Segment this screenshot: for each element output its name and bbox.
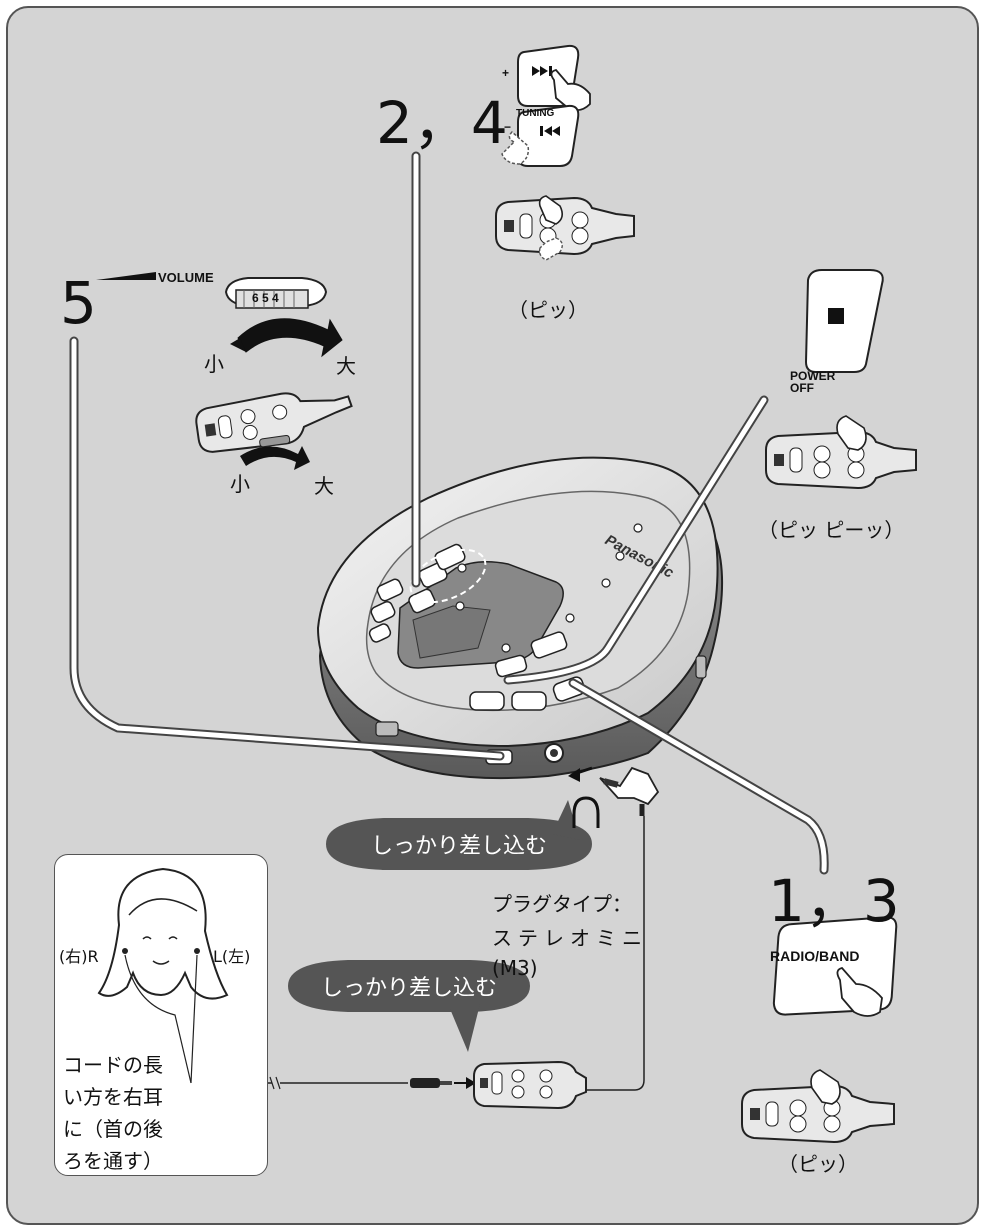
- volume-wedge-icon: [96, 272, 156, 280]
- person-illustration: [97, 867, 229, 1084]
- note-line-4: ろを通す）: [63, 1149, 163, 1173]
- headphone-plug-icon: [568, 766, 660, 816]
- insert-firmly-bottom-text: しっかり差し込む: [320, 976, 497, 1001]
- tuning-back-button: [501, 104, 580, 167]
- volume-rotate-arrow-icon: [240, 446, 310, 470]
- note-line-3: に（首の後: [63, 1117, 163, 1141]
- remote-control-icon: [495, 195, 635, 261]
- beep-tuning-label: （ピッ）: [508, 298, 588, 322]
- remote-volume-small-label: 小: [230, 472, 250, 496]
- step-number-5: 5: [60, 269, 97, 337]
- speech-bubble-top: [326, 818, 592, 870]
- radio-band-button-icon: [772, 916, 898, 1017]
- note-line-1: コードの長: [63, 1053, 163, 1077]
- stop-button-icon: [804, 269, 884, 373]
- radio-band-label: RADIO/BAND: [770, 948, 860, 964]
- remote-power-icon: [765, 415, 917, 490]
- plus-label: +: [502, 66, 510, 80]
- left-ear-label: L(左): [213, 947, 251, 966]
- volume-large-label: 大: [336, 354, 356, 378]
- power-off-label: POWER OFF: [790, 369, 836, 395]
- earphone-cable: [578, 816, 645, 1091]
- beep-radio-label: （ピッ）: [778, 1152, 858, 1176]
- headphone-icon: [572, 796, 600, 828]
- step-number-1-3: 1，3: [768, 867, 900, 935]
- remote-radio-icon: [741, 1069, 895, 1144]
- minus-label: −: [504, 120, 512, 134]
- plug-type-line-2: ステレオミニ: [492, 926, 648, 950]
- earphone-wearing-note: (右)R L(左) コードの長 い方を右耳 に（首の後 ろを通す）: [54, 854, 268, 1176]
- beep-power-label: （ピッ ピーッ）: [758, 518, 905, 542]
- right-ear-label: (右)R: [59, 947, 99, 966]
- instruction-panel: Panasonic: [6, 6, 979, 1225]
- plug-type-line-3: (M3): [492, 956, 538, 980]
- note-line-2: い方を右耳: [63, 1085, 163, 1109]
- leader-lines: [69, 151, 829, 875]
- volume-dial-icon: [224, 277, 343, 358]
- step-number-2-4: 2，4: [376, 89, 508, 157]
- volume-small-label: 小: [204, 352, 224, 376]
- volume-label: VOLUME: [158, 270, 214, 285]
- dial-digits: 6 5 4: [252, 291, 279, 305]
- plug-type-line-1: プラグタイプ：: [492, 892, 632, 916]
- remote-volume-large-label: 大: [314, 474, 334, 498]
- illustration: Panasonic: [69, 44, 917, 1144]
- remote-bottom-icon: [473, 1060, 587, 1110]
- remote-plug-icon: [410, 1077, 476, 1089]
- remote-volume-icon: [195, 392, 353, 453]
- insert-firmly-top-text: しっかり差し込む: [370, 834, 547, 859]
- tuning-label: TUNING: [516, 108, 555, 119]
- speech-bubble-bottom: [288, 960, 530, 1012]
